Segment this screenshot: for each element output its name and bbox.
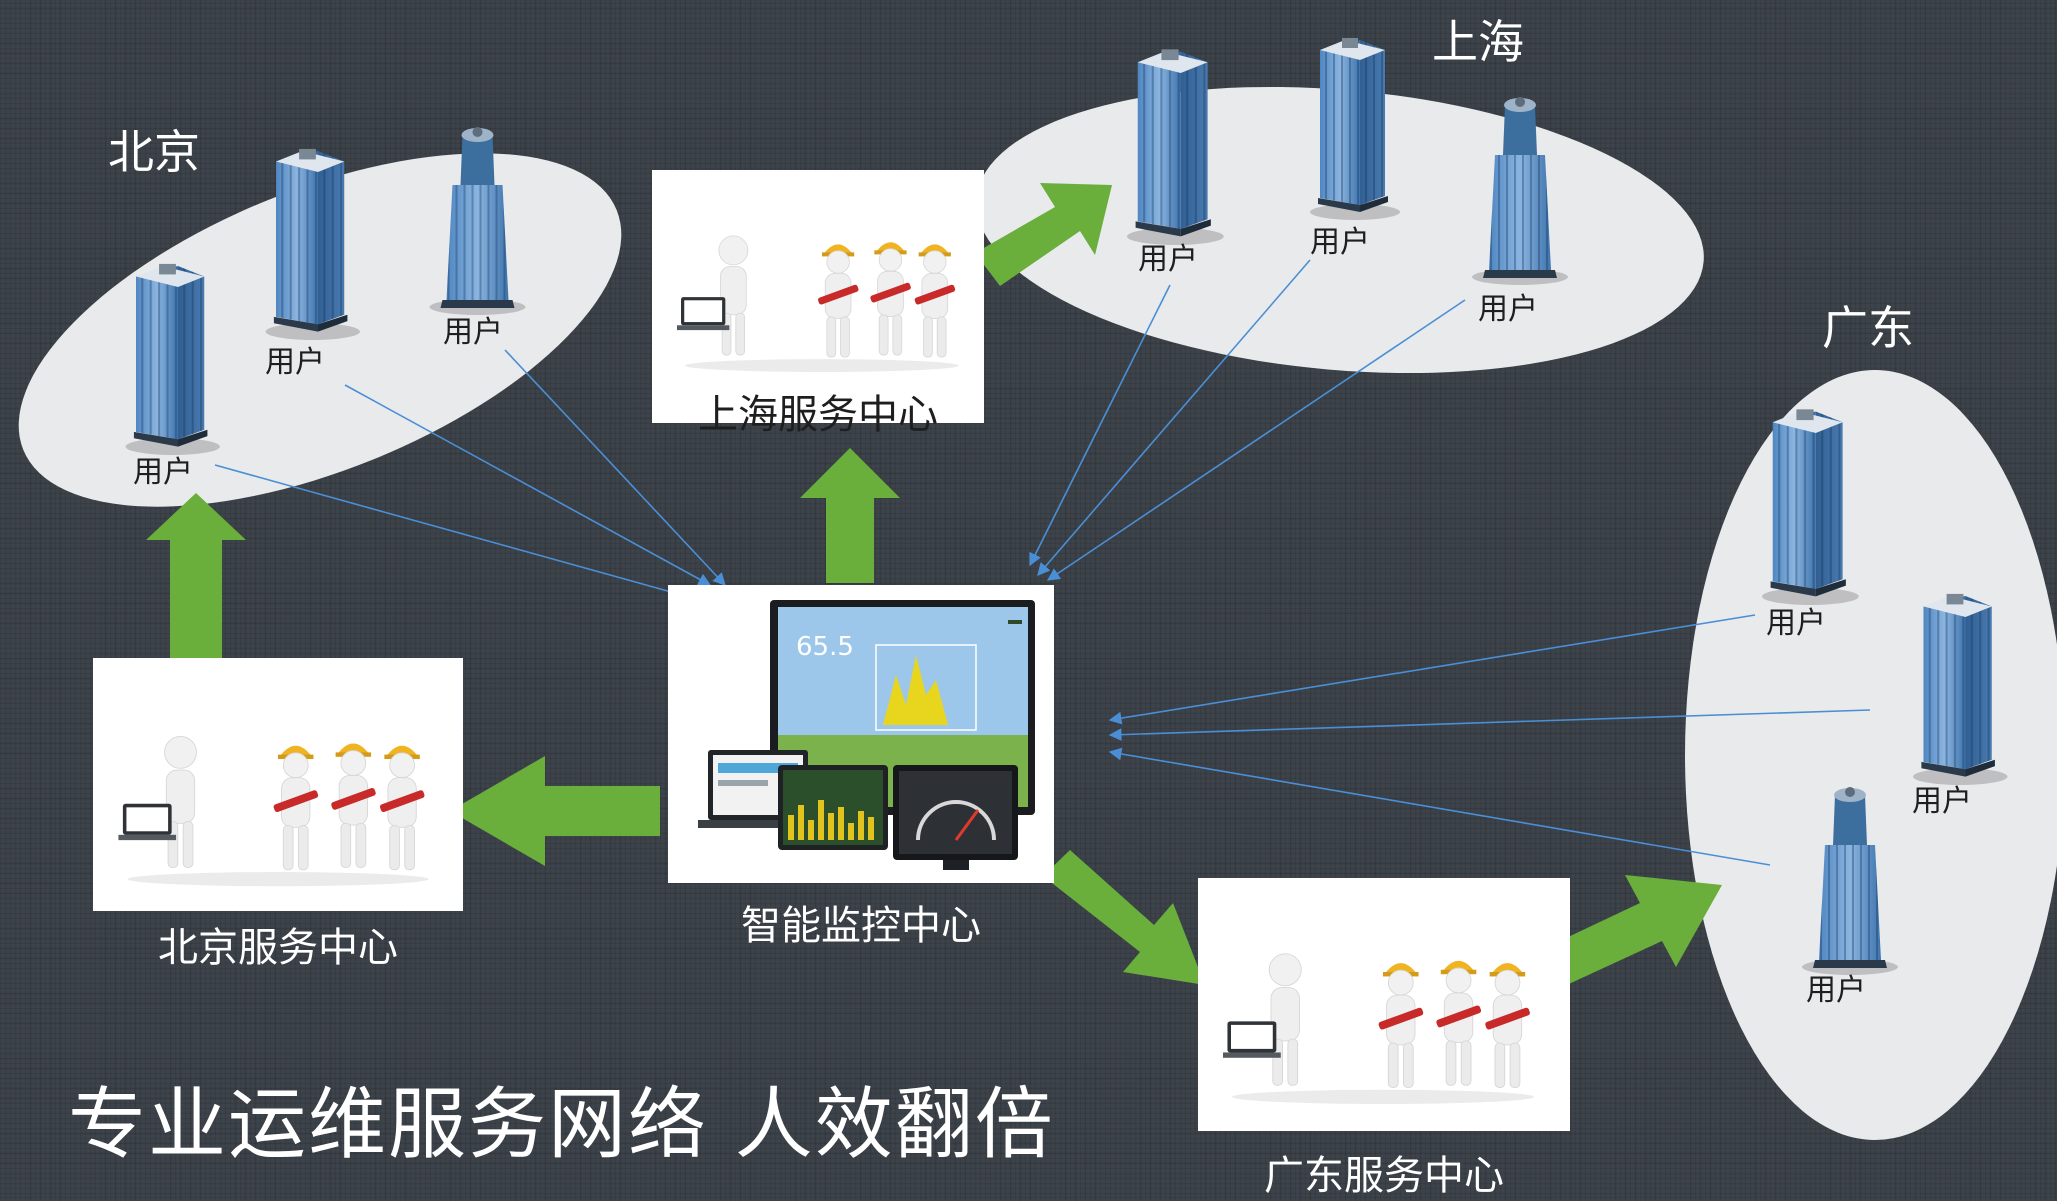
guangdong-user-label: 用户 (1766, 606, 1826, 641)
beijing-user-label: 用户 (265, 345, 325, 380)
shanghai-user-label: 用户 (1310, 225, 1370, 260)
guangdong-user-label: 用户 (1912, 784, 1972, 819)
green-flow-arrows (146, 183, 1722, 995)
monitor-dashboard-icon: 65.5 (698, 600, 1035, 870)
main-title: 专业运维服务网络 人效翻倍 (68, 1080, 1055, 1170)
beijing-user-label: 用户 (133, 455, 193, 490)
guangdong-service-center-panel (1198, 878, 1570, 1131)
beijing-service-center-label: 北京服务中心 (158, 925, 398, 971)
shanghai-service-center-label: 上海服务中心 (698, 392, 938, 438)
guangdong-region-ellipse (1685, 370, 2057, 1140)
shanghai-region-label: 上海 (1432, 15, 1524, 69)
monitor-screen-value: 65.5 (796, 632, 854, 662)
guangdong-service-center-label: 广东服务中心 (1264, 1153, 1504, 1199)
user-link-lines (214, 259, 1871, 866)
monitoring-center-panel: 65.5 (668, 585, 1054, 883)
shanghai-user-label: 用户 (1138, 242, 1198, 277)
monitoring-center-label: 智能监控中心 (741, 903, 981, 949)
shanghai-service-center-panel: 上海服务中心 (652, 170, 984, 438)
guangdong-region-label: 广东 (1822, 301, 1914, 355)
beijing-user-label: 用户 (443, 315, 503, 350)
guangdong-user-label: 用户 (1806, 973, 1866, 1008)
shanghai-user-label: 用户 (1478, 292, 1538, 327)
beijing-region-label: 北京 (108, 125, 200, 179)
beijing-service-center-panel (93, 658, 463, 911)
worker-team-icon (1198, 878, 1570, 1131)
worker-team-icon (93, 658, 463, 911)
